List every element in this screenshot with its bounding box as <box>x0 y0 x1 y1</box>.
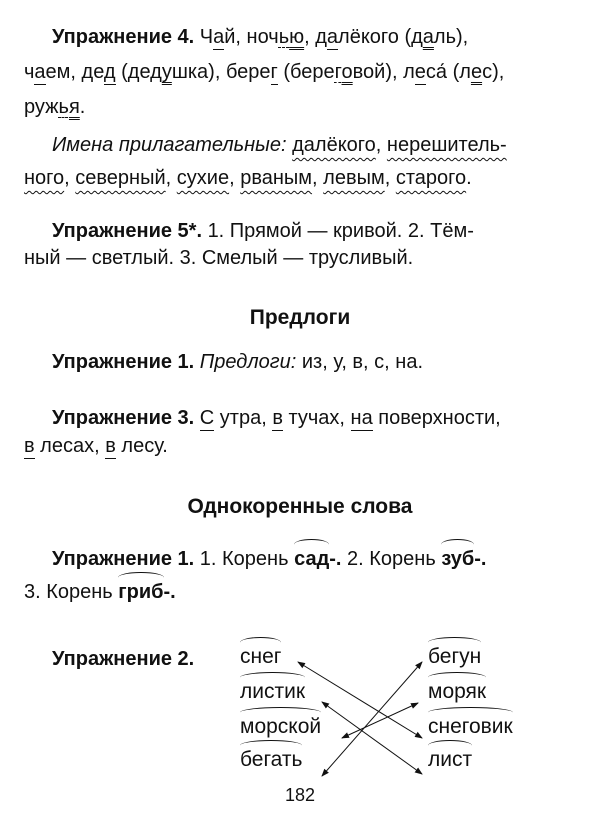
roots-ex1-line2: 3. Корень гриб-. <box>24 572 176 603</box>
prep-ex1: Упражнение 1. Предлоги: из, у, в, с, на. <box>52 351 424 373</box>
right-word: лист <box>428 740 473 771</box>
roots-ex2-label: Упражнение 2. <box>52 648 195 670</box>
roots-ex1-line1: Упражнение 1. 1. Корень сад-. 2. Корень … <box>52 539 487 570</box>
section-title-prepositions: Предлоги <box>249 306 351 329</box>
left-word: листик <box>240 672 306 703</box>
ex4-label: Упражнение 4. <box>52 26 195 48</box>
page-number: 182 <box>284 785 316 805</box>
right-word: моряк <box>428 672 487 703</box>
ex4-line2: чаем, дед (дедушка), берег (береговой), … <box>24 61 505 85</box>
right-word: бегун <box>428 637 482 668</box>
left-word: бегать <box>240 740 303 771</box>
prep-ex3-line1: Упражнение 3. С утра, в тучах, на поверх… <box>52 407 501 431</box>
left-word: снег <box>240 637 282 668</box>
ex4-adjectives-line2: ного, северный, сухие, рваным, левым, ст… <box>24 167 472 189</box>
section-title-roots: Однокоренные слова <box>187 495 413 518</box>
ex4-line3: ружья. <box>24 96 86 118</box>
right-word: снеговик <box>428 707 513 738</box>
prep-ex3-line2: в лесах, в лесу. <box>24 435 168 459</box>
ex5-line1: Упражнение 5*. 1. Прямой — кривой. 2. Тё… <box>52 220 474 242</box>
ex4-adjectives-line1: Имена прилагательные: далёкого, нерешите… <box>52 134 507 156</box>
ex4-text: Чай, ночью, далёкого (даль), <box>199 26 469 50</box>
ex5-line2: ный — светлый. 3. Смелый — трусливый. <box>24 247 414 269</box>
ex4-line1: Упражнение 4. Чай, ночью, далёкого (даль… <box>52 25 469 50</box>
